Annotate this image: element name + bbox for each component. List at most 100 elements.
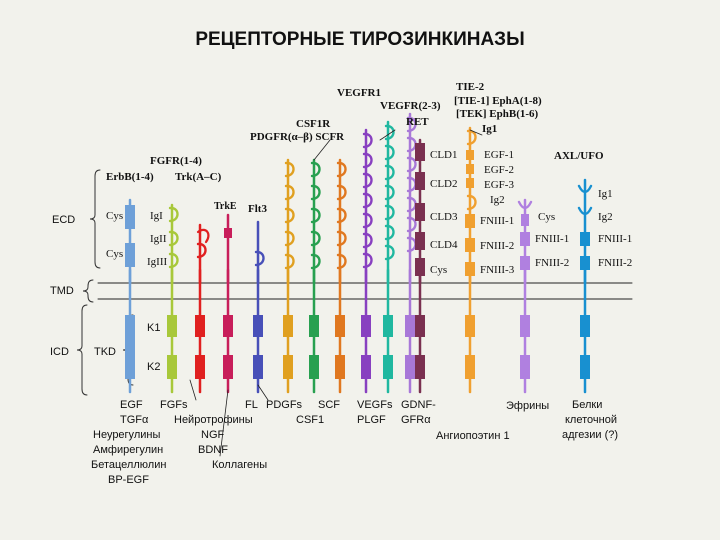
- fgfr-kinase-k2: [167, 355, 177, 379]
- ligand-egf: EGF: [120, 399, 143, 411]
- ligand-amphiregulin: Амфирегулин: [93, 444, 164, 456]
- ligand-neuregulins: Неурегулины: [93, 429, 161, 441]
- region-k1: K1: [147, 322, 161, 334]
- vegfr23-ig-5: [384, 204, 395, 221]
- ligand-csf1: CSF1: [296, 414, 325, 426]
- region-tmd: TMD: [50, 285, 74, 297]
- domain-fn2-axl: FNIII-2: [598, 257, 633, 269]
- domain-cys-2: Cys: [106, 248, 124, 260]
- fgfr-ig-2: [168, 230, 179, 247]
- tie-fn-1: [465, 214, 475, 228]
- pdgfr-ig-3: [284, 207, 295, 224]
- region-tkd: TKD: [94, 346, 116, 358]
- ligand-bp-egf: BP-EGF: [108, 474, 149, 486]
- scfr-kinase-k2: [309, 355, 319, 379]
- region-ecd: ECD: [52, 214, 76, 226]
- vegfr23-ig-4: [384, 184, 395, 201]
- ret-cld-5: [415, 258, 425, 276]
- eph-ligand-binding: [517, 200, 533, 210]
- vegfr23-kinase-k1: [383, 315, 393, 337]
- label-vegfr23: VEGFR(2-3): [380, 100, 441, 112]
- label-axl: AXL/UFO: [554, 150, 604, 162]
- tie-egf-2: [466, 164, 474, 174]
- ret-cld-1: [415, 143, 425, 161]
- ligand-adhesion-1: Белки: [572, 399, 603, 411]
- icd-brace: [76, 304, 88, 396]
- erbb-cys-block-1: [125, 205, 135, 229]
- vegfr23-ig-7: [384, 244, 395, 261]
- domain-cld2: CLD2: [430, 178, 458, 190]
- ligand-bdnf: BDNF: [198, 444, 228, 456]
- trke-kinase-k1: [223, 315, 233, 337]
- label-pdgfr-scfr: PDGFR(α–β) SCFR: [250, 131, 345, 143]
- csf1r-ig-1: [336, 161, 347, 178]
- vegfr-extra-ig-3: [406, 156, 417, 173]
- fgfr-ig-3: [168, 252, 179, 269]
- ligand-neurotrophins: Нейротрофины: [174, 414, 253, 426]
- label-vegfr1: VEGFR1: [337, 87, 381, 99]
- domain-cys-1: Cys: [106, 210, 124, 222]
- vegfr23-kinase-k2: [383, 355, 393, 379]
- csf1r-ig-3: [336, 207, 347, 224]
- domain-ig-i: IgI: [150, 210, 163, 222]
- axl-kinase-k1: [580, 315, 590, 337]
- vegfr1-ig-2: [362, 152, 373, 169]
- vegfr-extra-kinase-k1: [405, 315, 415, 337]
- domain-cld3: CLD3: [430, 211, 458, 223]
- trk-lrr: [196, 228, 210, 244]
- ligand-angiopoietin: Ангиопоэтин 1: [436, 430, 510, 442]
- flt3-ig-1: [254, 250, 265, 267]
- domain-egf1: EGF-1: [484, 149, 514, 161]
- label-tek-ephb: [TEK] EphB(1-6): [456, 108, 539, 120]
- domain-ig-iii: IgIII: [147, 256, 168, 268]
- vegfr1-kinase-k2: [361, 355, 371, 379]
- domain-cld4: CLD4: [430, 239, 458, 251]
- csf1r-ig-2: [336, 184, 347, 201]
- domain-ig-ii: IgII: [150, 233, 167, 245]
- csf1r-kinase-k1: [335, 315, 345, 337]
- trke-kinase-k2: [223, 355, 233, 379]
- arrow-tie-ig1: [469, 129, 483, 136]
- vegfr1-ig-4: [362, 192, 373, 209]
- label-trk: Trk(A–C): [175, 171, 222, 183]
- pdgfr-ig-1: [284, 161, 295, 178]
- eph-kinase-k2: [520, 355, 530, 379]
- vegfr23-ig-2: [384, 144, 395, 161]
- ret-kinase-k1: [415, 315, 425, 337]
- label-tie2: TIE-2: [456, 81, 485, 93]
- ligand-collagens: Коллагены: [212, 459, 268, 471]
- region-k2: K2: [147, 361, 161, 373]
- label-trke: TrkE: [214, 201, 237, 212]
- eph-fn-1: [520, 232, 530, 246]
- erbb-kinase: [125, 315, 135, 379]
- fgfr-ig-1: [168, 206, 179, 223]
- scfr-ig-2: [310, 184, 321, 201]
- trk-kinase-k1: [195, 315, 205, 337]
- ligand-betacellulin: Бетацеллюлин: [91, 459, 167, 471]
- domain-fn3: FNIII-3: [480, 264, 515, 276]
- pdgfr-ig-5: [284, 253, 295, 270]
- vegfr1-ig-5: [362, 212, 373, 229]
- ligand-gdnf: GDNF-: [401, 399, 436, 411]
- scfr-ig-5: [310, 253, 321, 270]
- label-csf1r: CSF1R: [296, 118, 331, 130]
- domain-fn1-eph: FNIII-1: [535, 233, 570, 245]
- vegfr23-ig-3: [384, 164, 395, 181]
- scfr-ig-1: [310, 161, 321, 178]
- trke-discoidin: [224, 228, 232, 238]
- tie-ig-1: [466, 129, 477, 146]
- scfr-kinase-k1: [309, 315, 319, 337]
- ligand-adhesion-3: адгезии (?): [562, 429, 619, 441]
- domain-ig2-axl: Ig2: [598, 211, 613, 223]
- erbb-cys-block-2: [125, 243, 135, 267]
- vegfr23-ig-1: [384, 124, 395, 141]
- domain-fn1-axl: FNIII-1: [598, 233, 633, 245]
- axl-fn-1: [580, 232, 590, 246]
- vegfr1-ig-3: [362, 172, 373, 189]
- arrow-vegfr1: [379, 129, 396, 141]
- tie-ig-2: [466, 194, 477, 211]
- ligand-ephrins: Эфрины: [506, 400, 550, 412]
- domain-egf3: EGF-3: [484, 179, 514, 191]
- ligand-plgf: PLGF: [357, 414, 386, 426]
